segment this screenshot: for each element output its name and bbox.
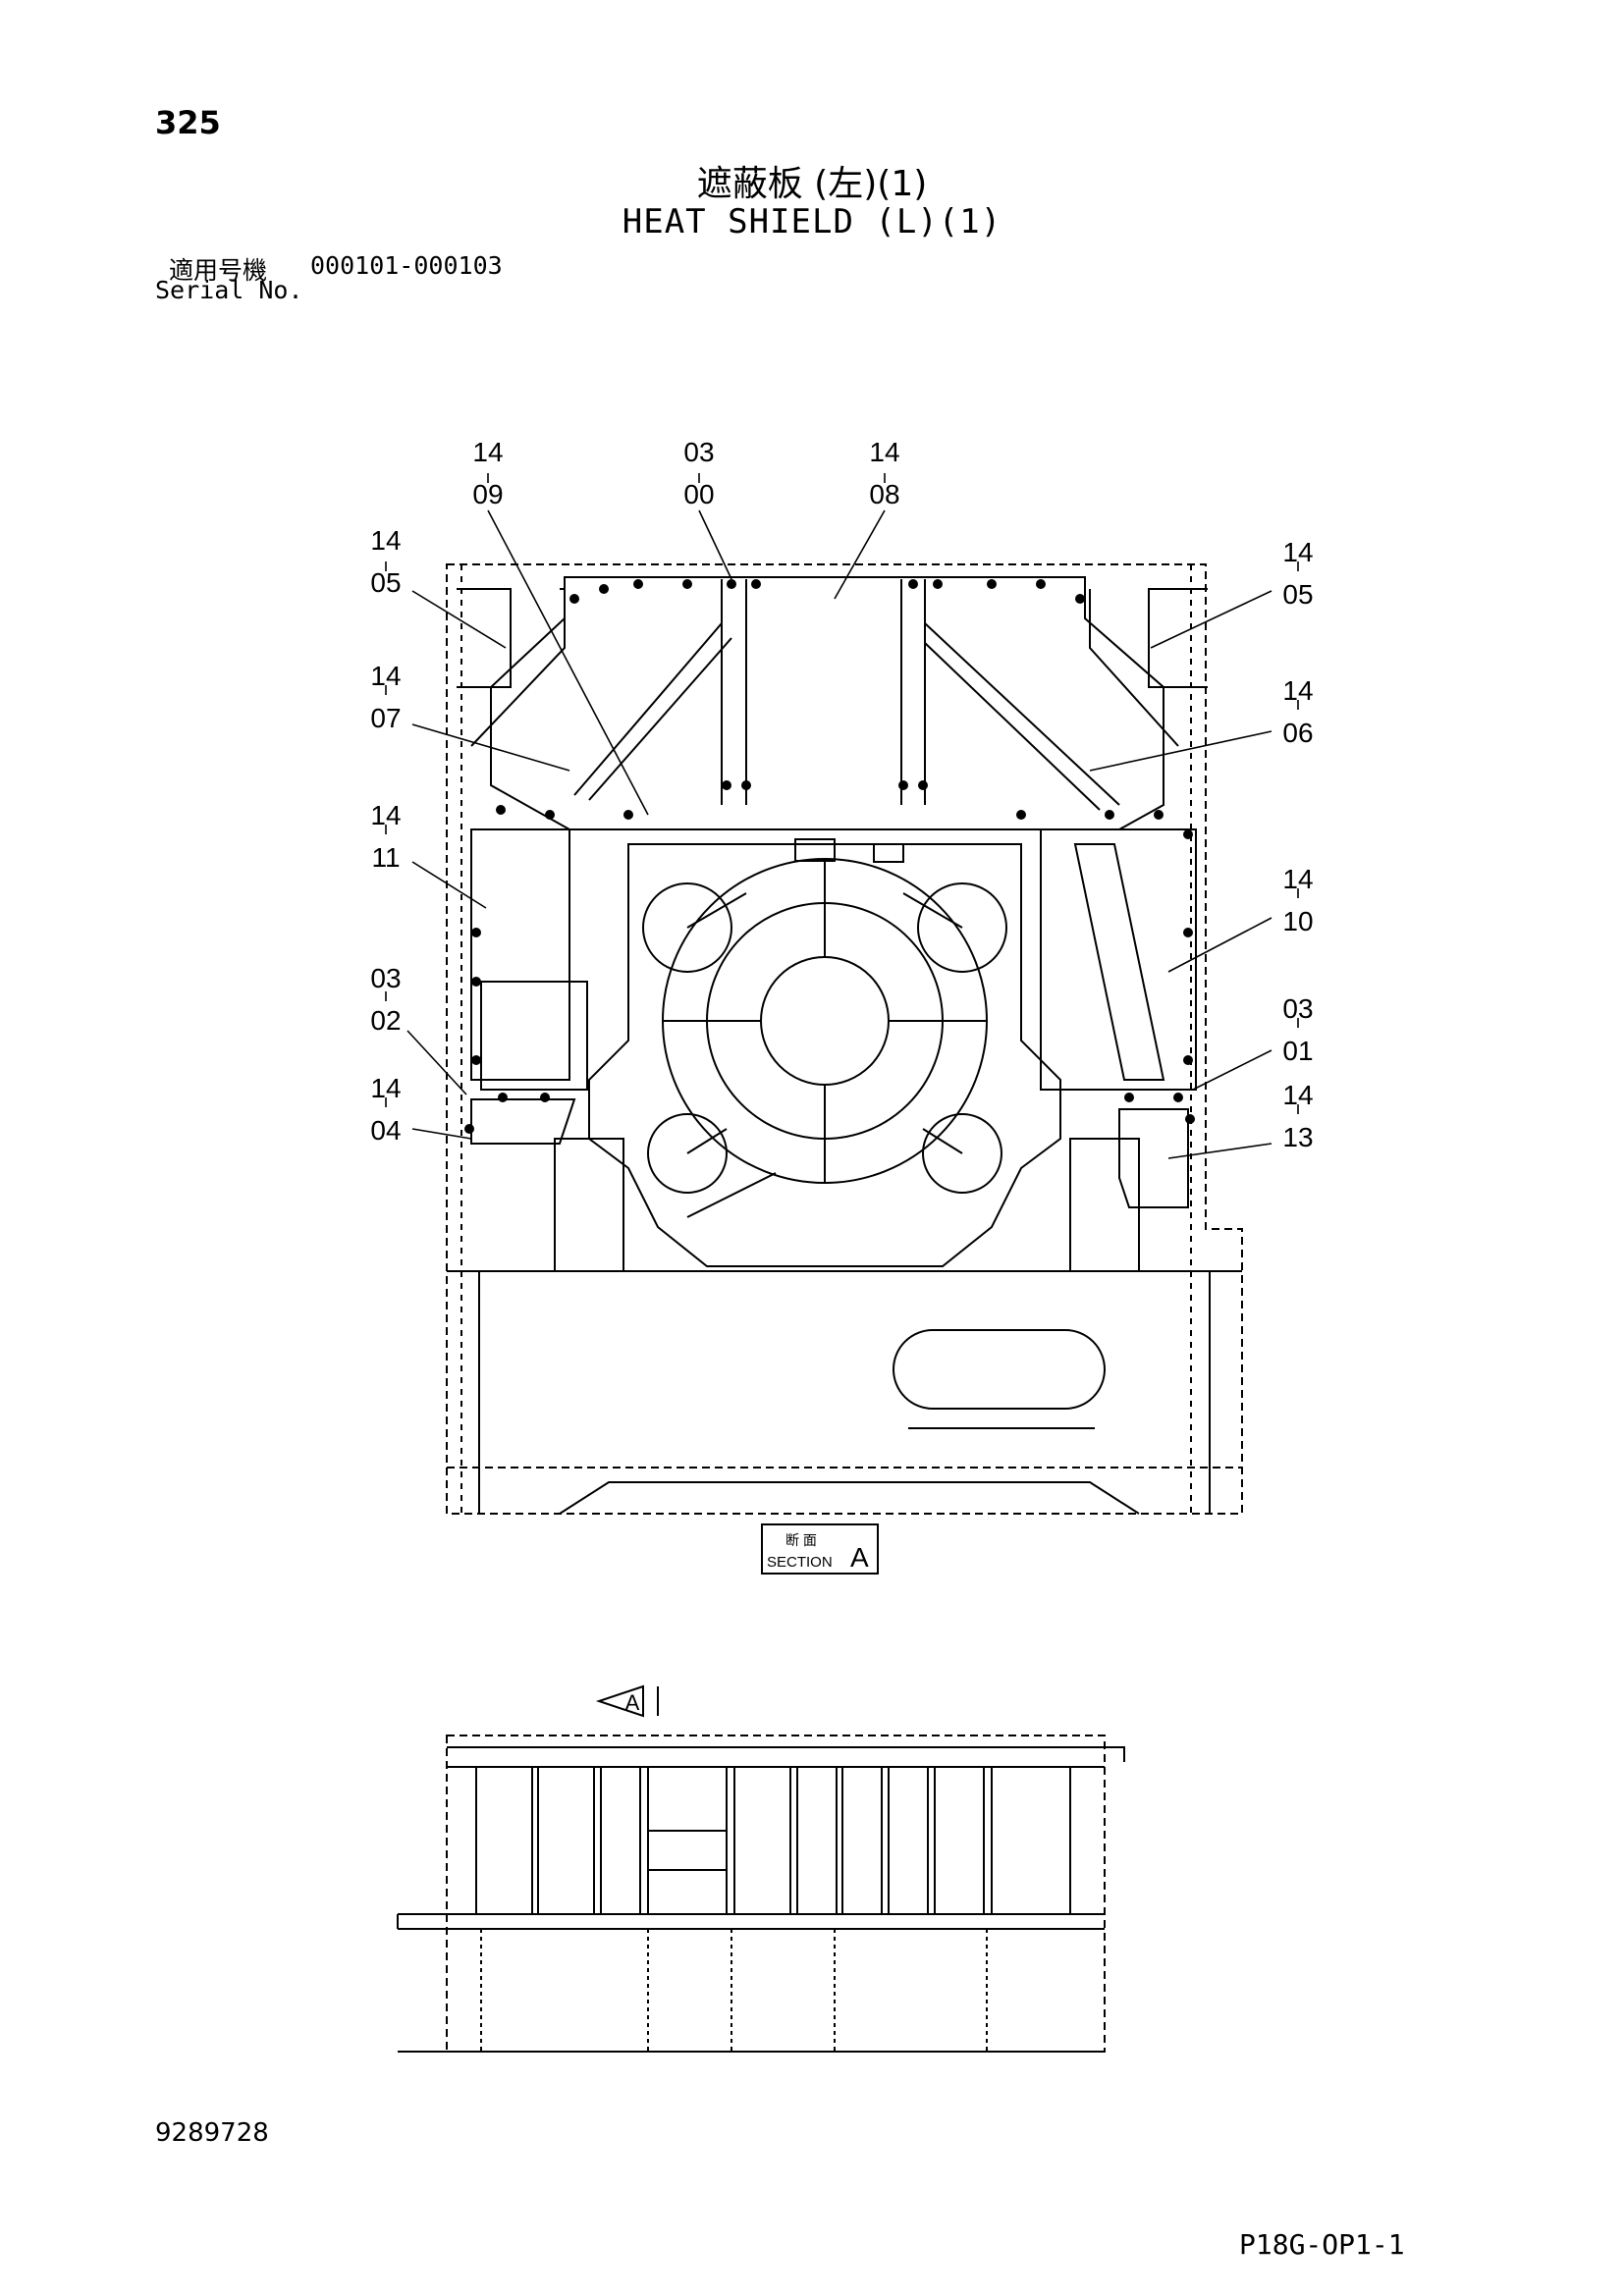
section-label-letter: A	[850, 1542, 869, 1573]
callout-group: 14	[1282, 864, 1313, 894]
page-title-japanese: 遮蔽板 (左)(1)	[696, 164, 928, 204]
callout-item: 04	[370, 1115, 401, 1146]
callout-item: 00	[683, 479, 714, 509]
serial-label-japanese: 適用号機	[169, 256, 268, 285]
callout-group: 03	[683, 437, 714, 467]
callout-item: 13	[1282, 1122, 1313, 1152]
callout-group: 14	[1282, 675, 1313, 706]
heat-shield-side-panels	[470, 828, 1197, 1272]
document-number: 9289728	[155, 2118, 269, 2148]
callout-group: 14	[869, 437, 899, 467]
callout-item: 01	[1282, 1036, 1313, 1066]
heat-shield-upper-panels	[457, 576, 1208, 830]
callout-group: 14	[370, 661, 401, 691]
callout-leaders	[385, 473, 1299, 1159]
callout-group: 03	[370, 963, 401, 993]
section-label-box	[761, 1523, 879, 1575]
callout-item: 06	[1282, 718, 1313, 748]
callout-group: 14	[1282, 537, 1313, 567]
callout-group: 14	[370, 525, 401, 556]
page-title-english: HEAT SHIELD (L)(1)	[622, 202, 1002, 241]
callout-item: 11	[371, 842, 400, 873]
view-arrow-letter: A	[625, 1690, 640, 1715]
section-label-japanese: 断 面	[785, 1532, 817, 1548]
plan-view-outline	[397, 1735, 1125, 2053]
callout-group: 14	[370, 800, 401, 830]
callout-group: 14	[370, 1073, 401, 1103]
section-label-english: SECTION	[767, 1554, 833, 1571]
callout-item: 07	[370, 703, 401, 733]
oval-access-cover	[893, 1329, 1106, 1410]
callout-group: 14	[1282, 1080, 1313, 1110]
callout-item: 08	[869, 479, 899, 509]
callout-item: 09	[472, 479, 503, 509]
callout-item: 02	[370, 1005, 401, 1036]
sheet-code: P18G-OP1-1	[1239, 2228, 1405, 2261]
page-number: 325	[155, 104, 221, 141]
callout-item: 05	[370, 567, 401, 598]
flywheel-housing	[588, 838, 1061, 1267]
machine-frame-outline	[446, 563, 1243, 1515]
callout-group: 14	[472, 437, 503, 467]
serial-label-english: Serial No.	[155, 276, 303, 304]
serial-range: 000101-000103	[310, 251, 503, 280]
view-arrow-marker	[595, 1684, 644, 1718]
callout-group: 03	[1282, 993, 1313, 1024]
bolt-markers	[464, 579, 1195, 1134]
callout-labels: 14 09 03 00 14 08 14 05 14 05 14 07 14 0…	[370, 437, 1313, 1152]
callout-item: 05	[1282, 579, 1313, 610]
callout-item: 10	[1282, 906, 1313, 936]
